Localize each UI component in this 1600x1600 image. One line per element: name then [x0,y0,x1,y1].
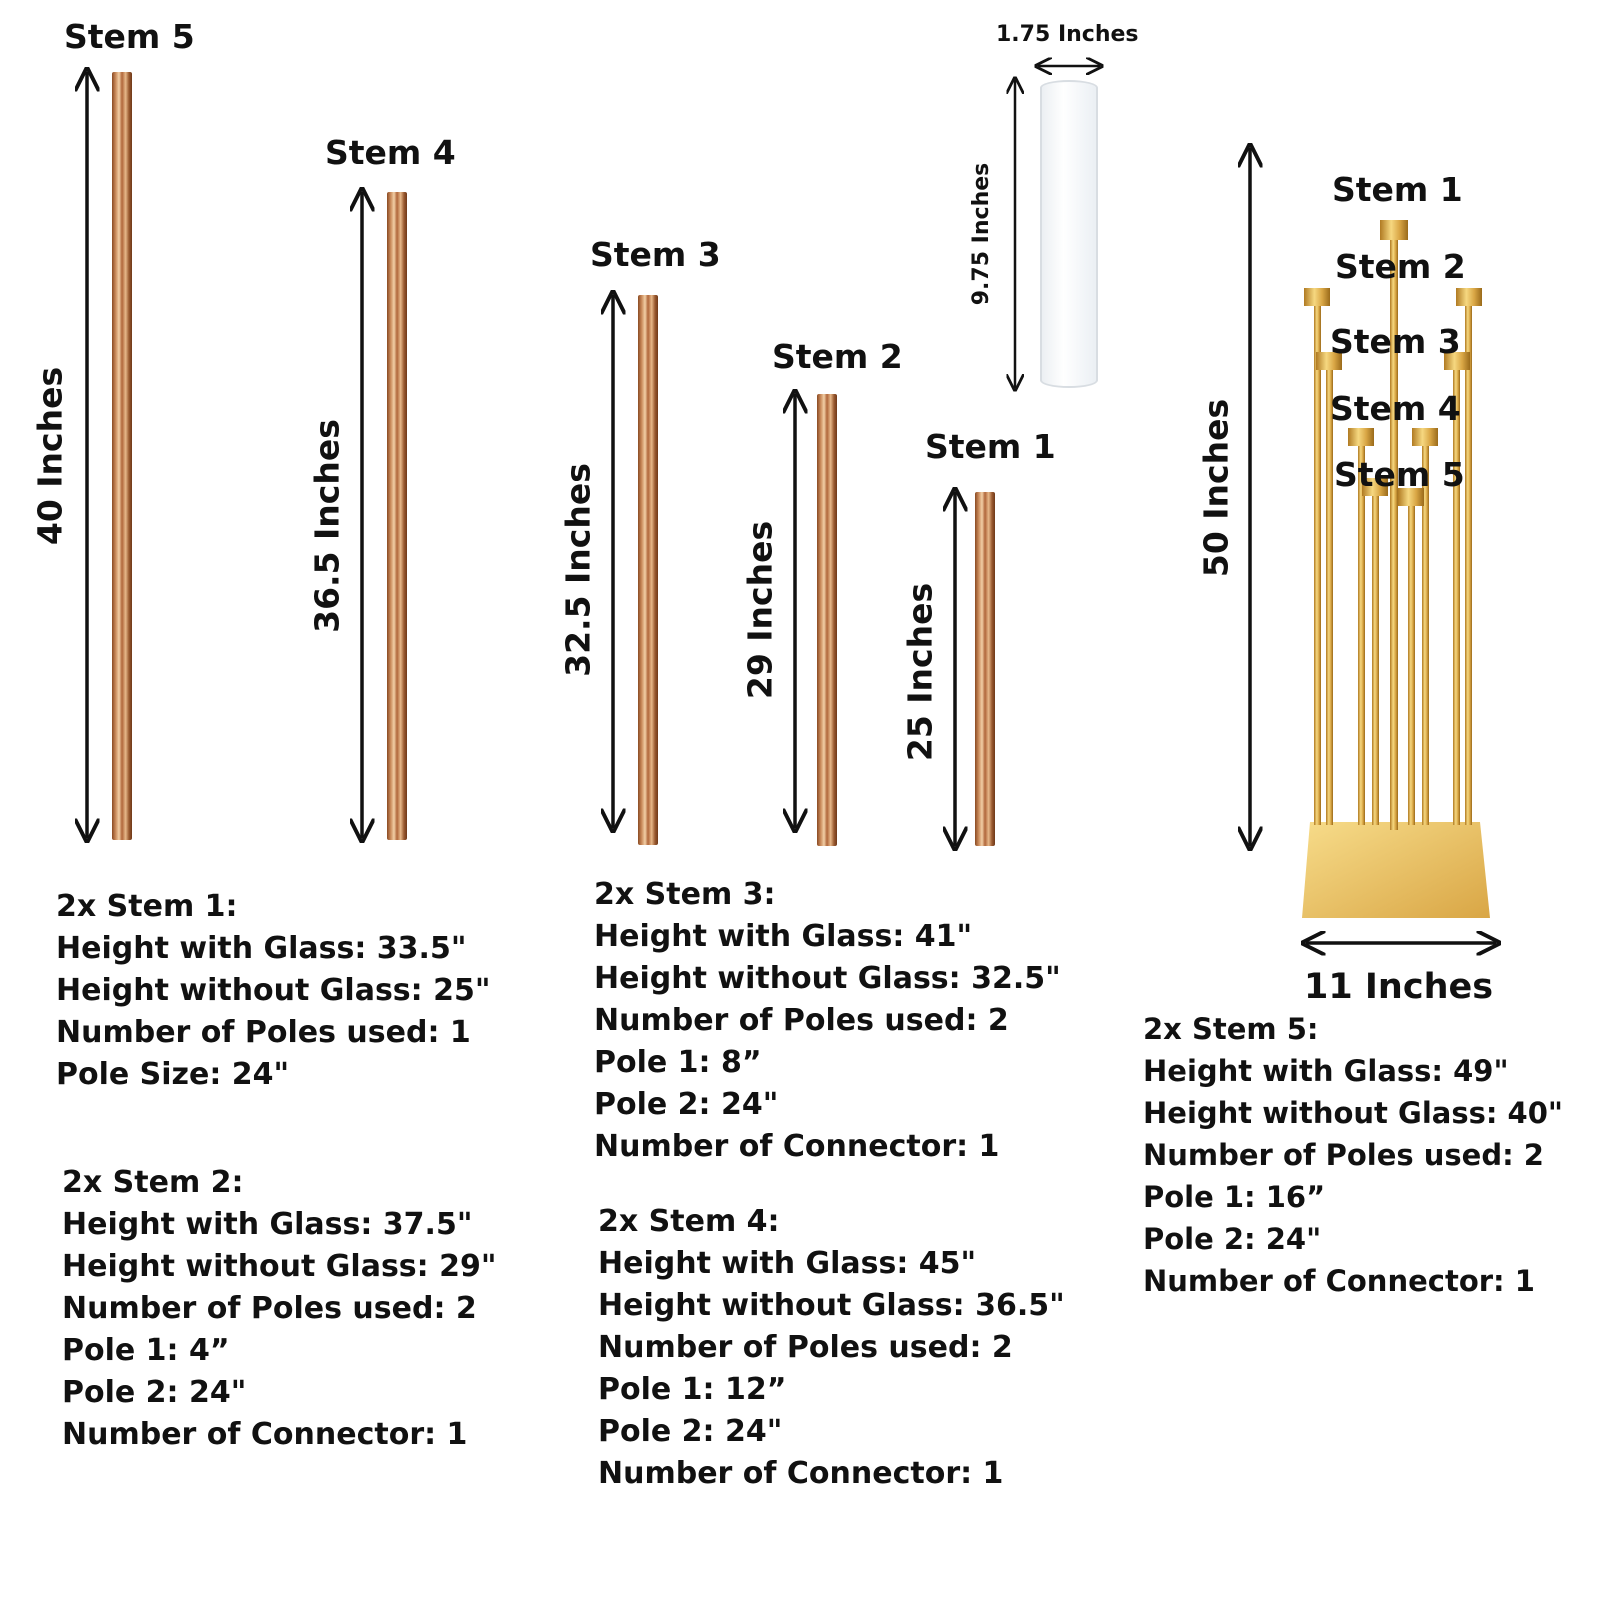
glass-width-label: 1.75 Inches [996,22,1139,47]
spec-line: Height without Glass: 32.5" [594,961,1061,996]
stem-2-label: Stem 2 [772,337,903,376]
spec-line: Height with Glass: 41" [594,919,973,954]
glass-height-label: 9.75 Inches [969,162,994,306]
stand-base [1302,822,1490,918]
stand-rod [1358,440,1365,825]
spec-line: Number of Poles used: 2 [594,1003,1009,1038]
spec-line: Number of Poles used: 1 [56,1015,471,1050]
candle-cup [1348,428,1374,446]
spec-title: 2x Stem 5: [1143,1012,1319,1046]
spec-title: 2x Stem 4: [598,1204,780,1239]
spec-stem-4: 2x Stem 4: Height with Glass: 45" Height… [598,1201,1065,1495]
spec-line: Number of Connector: 1 [598,1456,1004,1491]
stem-4-label: Stem 4 [325,133,456,172]
spec-line: Height with Glass: 33.5" [56,931,467,966]
stem-5-dimension: 40 Inches [30,366,70,546]
spec-line: Pole 2: 24" [594,1087,779,1122]
assembled-stem-4-label: Stem 4 [1330,389,1461,428]
assembled-candelabra [1302,220,1490,918]
candle-cup [1316,352,1342,370]
spec-line: Number of Poles used: 2 [598,1330,1013,1365]
glass-cylinder [1040,80,1098,388]
spec-stem-1: 2x Stem 1: Height with Glass: 33.5" Heig… [56,886,491,1096]
spec-line: Pole 1: 4” [62,1333,230,1368]
stand-rod [1453,365,1460,825]
spec-stem-3: 2x Stem 3: Height with Glass: 41" Height… [594,874,1061,1168]
candle-cup [1362,478,1388,496]
assembled-stem-3-label: Stem 3 [1330,322,1461,361]
stand-rod [1408,500,1415,825]
assembled-stem-5-label: Stem 5 [1334,455,1465,494]
spec-line: Pole 2: 24" [1143,1222,1322,1256]
spec-line: Pole 1: 16” [1143,1180,1326,1214]
spec-line: Pole 1: 12” [598,1372,787,1407]
spec-line: Height without Glass: 29" [62,1249,497,1284]
stand-rod [1372,490,1379,825]
candle-cup [1444,352,1470,370]
assembled-stem-1-label: Stem 1 [1332,170,1463,209]
stem-1-dimension: 25 Inches [900,582,940,762]
spec-line: Pole 2: 24" [62,1375,247,1410]
candle-cup [1398,488,1424,506]
spec-line: Pole 1: 8” [594,1045,762,1080]
pole-stem-2 [817,394,837,846]
spec-line: Pole Size: 24" [56,1057,290,1092]
stand-rod [1314,300,1321,825]
stem-2-dimension: 29 Inches [740,520,780,700]
stand-rod [1326,365,1333,825]
stand-rod [1390,230,1398,830]
stem-3-dimension: 32.5 Inches [558,463,598,677]
spec-line: Pole 2: 24" [598,1414,783,1449]
stand-rod [1465,300,1472,825]
spec-title: 2x Stem 2: [62,1165,244,1200]
stem-5-label: Stem 5 [64,17,195,56]
spec-line: Height without Glass: 25" [56,973,491,1008]
stand-rod [1422,440,1429,825]
assembled-width-label: 11 Inches [1304,967,1494,1007]
candle-cup [1412,428,1438,446]
stem-3-label: Stem 3 [590,235,721,274]
spec-stem-2: 2x Stem 2: Height with Glass: 37.5" Heig… [62,1162,497,1456]
spec-line: Height with Glass: 45" [598,1246,977,1281]
spec-line: Height with Glass: 37.5" [62,1207,473,1242]
spec-line: Number of Poles used: 2 [1143,1138,1544,1172]
spec-line: Number of Connector: 1 [594,1129,1000,1164]
spec-line: Number of Connector: 1 [1143,1264,1535,1298]
spec-line: Height with Glass: 49" [1143,1054,1509,1088]
stem-1-label: Stem 1 [925,427,1056,466]
pole-stem-1 [975,492,995,846]
spec-stem-5: 2x Stem 5: Height with Glass: 49" Height… [1143,1008,1563,1302]
assembled-height-label: 50 Inches [1196,398,1236,578]
spec-line: Number of Connector: 1 [62,1417,468,1452]
candle-cup [1304,288,1330,306]
spec-line: Height without Glass: 36.5" [598,1288,1065,1323]
pole-stem-5 [112,72,132,840]
pole-stem-4 [387,192,407,840]
spec-line: Height without Glass: 40" [1143,1096,1564,1130]
candle-cup [1380,220,1408,240]
spec-line: Number of Poles used: 2 [62,1291,477,1326]
spec-title: 2x Stem 1: [56,889,238,924]
assembled-stem-2-label: Stem 2 [1335,247,1466,286]
spec-title: 2x Stem 3: [594,877,776,912]
stem-4-dimension: 36.5 Inches [307,419,347,633]
candle-cup [1456,288,1482,306]
pole-stem-3 [638,295,658,845]
